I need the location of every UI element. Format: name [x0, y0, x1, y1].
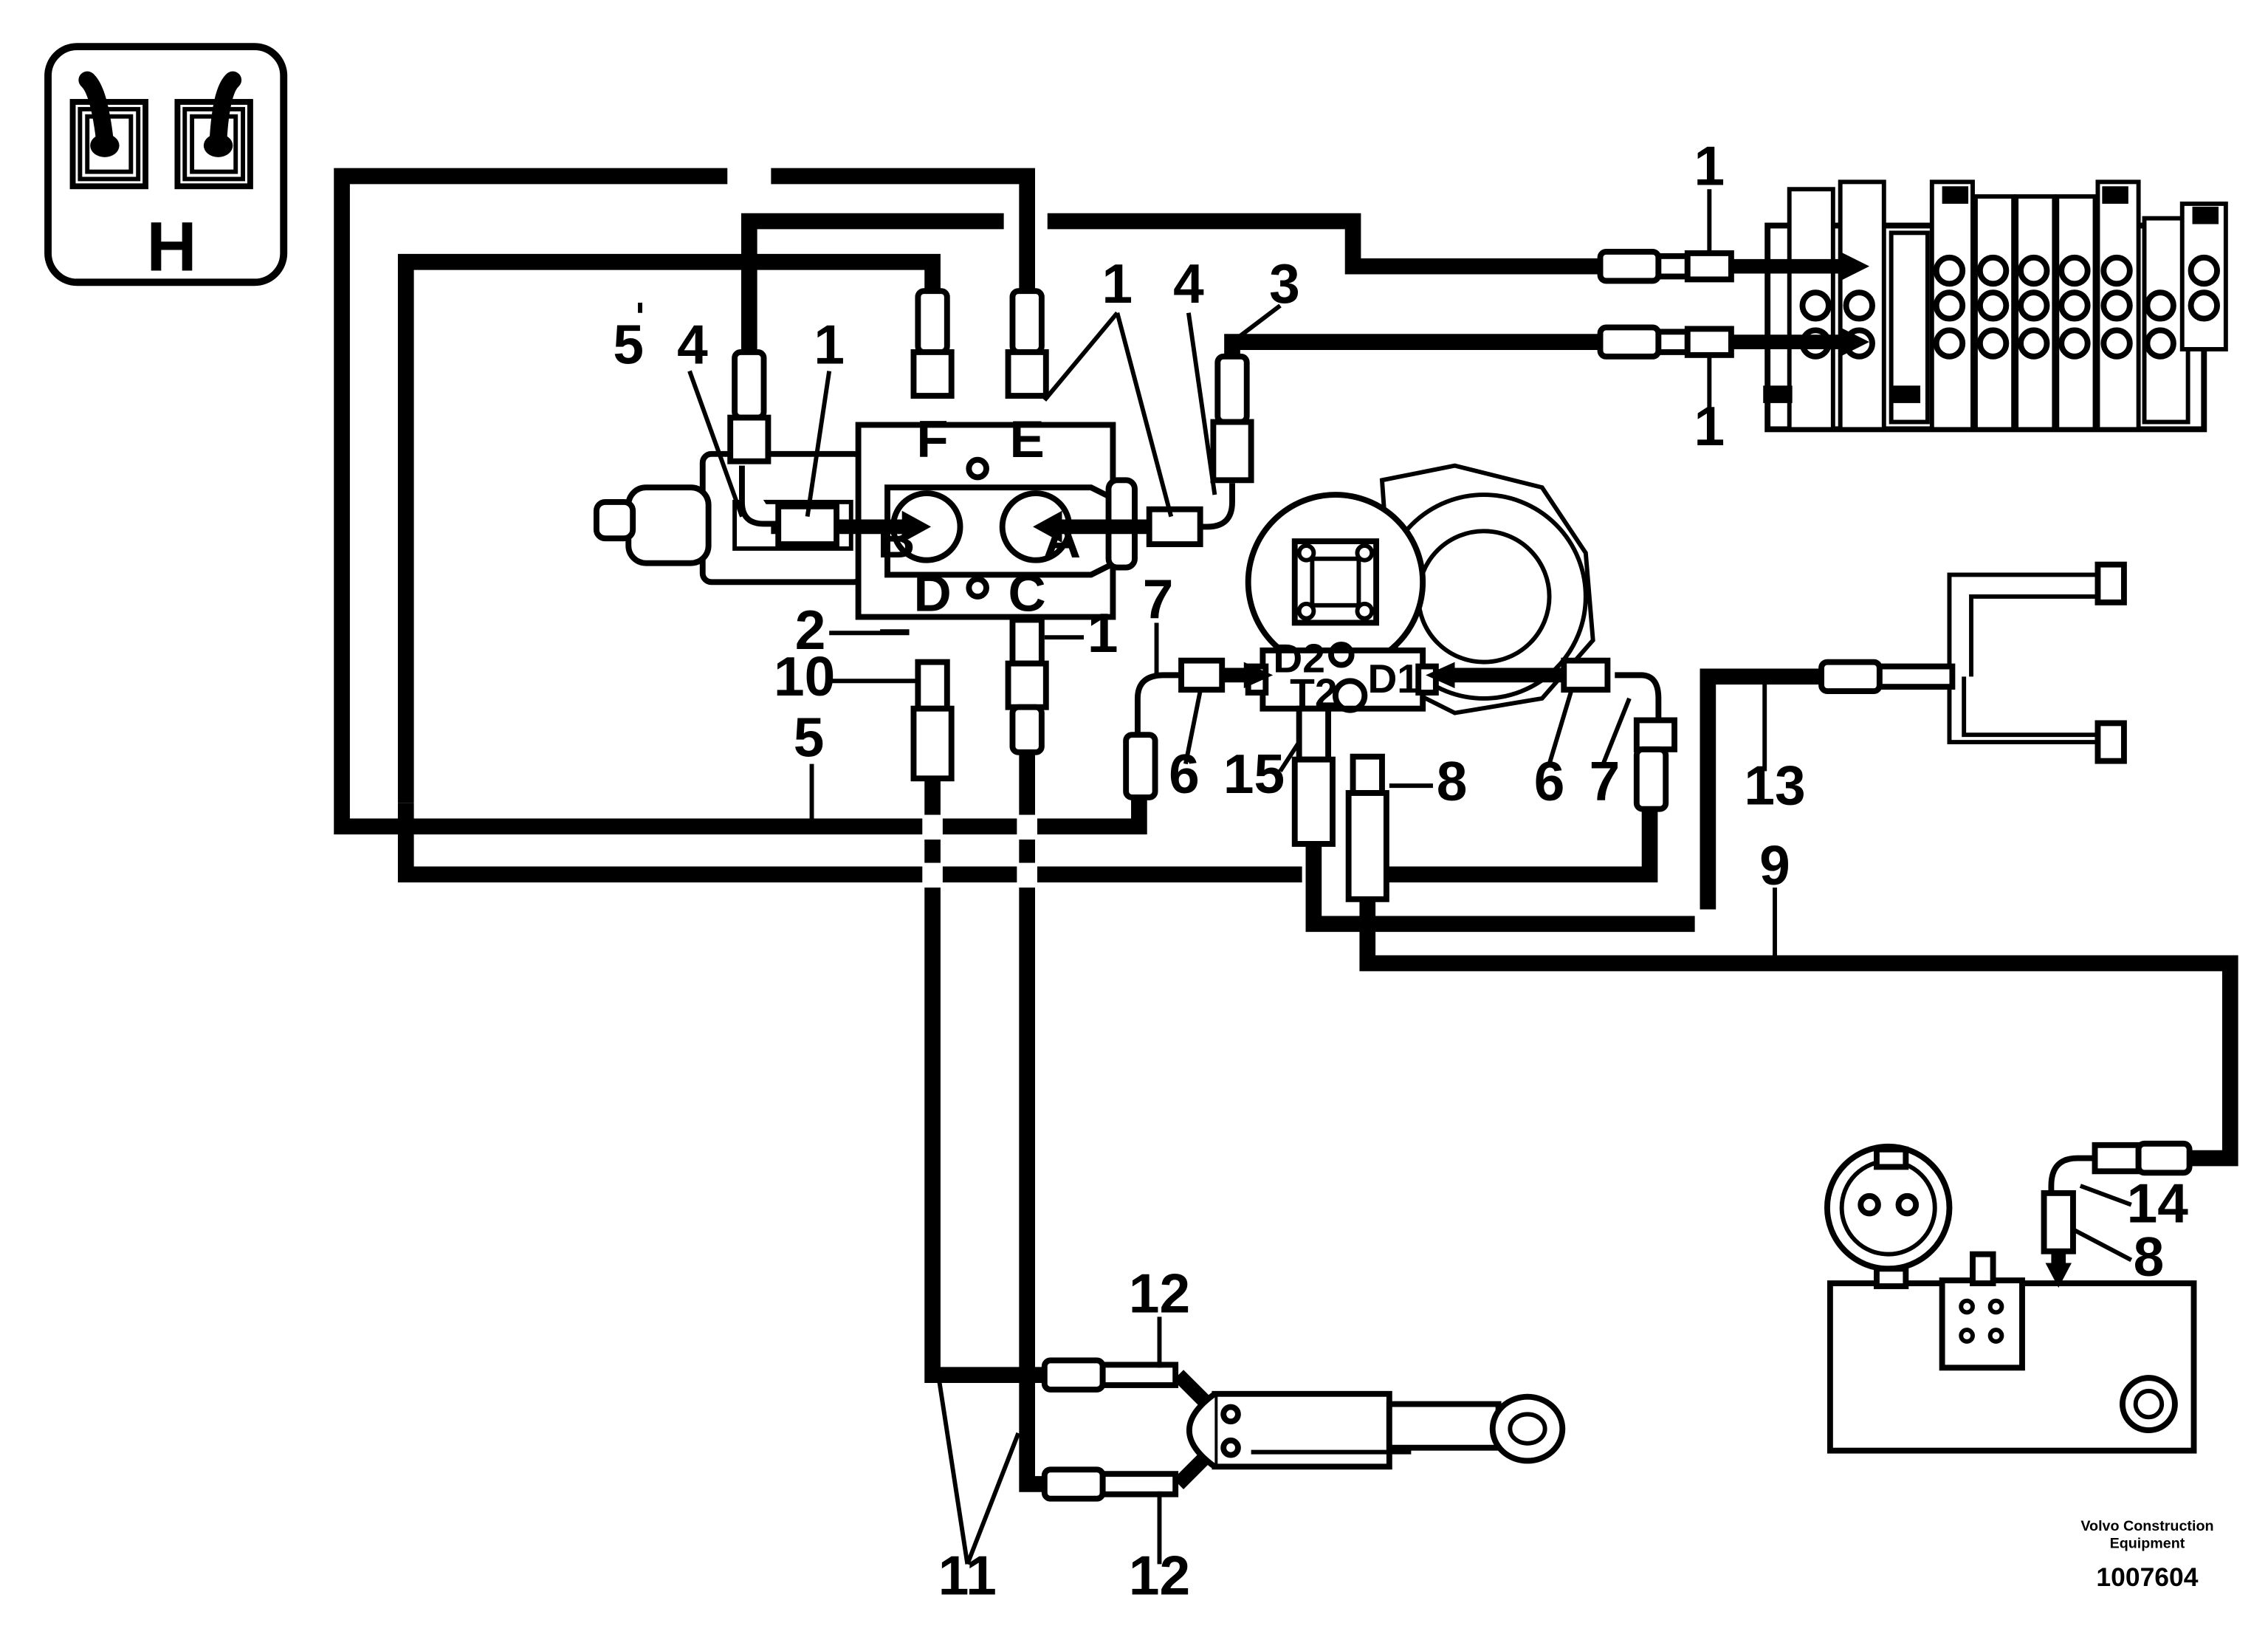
joystick-panel-symbol: H — [44, 43, 288, 286]
callout-12: 12 — [1129, 1262, 1190, 1324]
callout-12: 12 — [1129, 1545, 1190, 1607]
callout-15: 15 — [1223, 743, 1285, 805]
callout-6: 6 — [1169, 743, 1200, 805]
callout-numbers: 1 1 3 4 1 5 4 1 2 10 1 7 6 5 15 8 6 7 13… — [613, 134, 2188, 1606]
leader-lines — [638, 189, 2133, 1565]
callout-8: 8 — [1437, 750, 1468, 812]
callout-5: 5 — [794, 707, 825, 769]
line-9 — [1359, 899, 2238, 1167]
figure-id: 1007604 — [2096, 1562, 2198, 1592]
callout-1: 1 — [814, 314, 845, 376]
line-5-lower — [397, 803, 1302, 883]
motor-fittings — [1123, 657, 1677, 902]
callout-11: 11 — [938, 1545, 997, 1607]
callout-13: 13 — [1744, 755, 1805, 817]
callout-6: 6 — [1534, 750, 1565, 812]
hydraulic-motor — [1222, 463, 1595, 715]
callout-1: 1 — [1694, 395, 1725, 457]
port-b: B — [877, 511, 915, 569]
company-name-line2: Equipment — [2110, 1536, 2185, 1552]
line-11-b — [1019, 752, 1045, 1492]
line-7-right — [1367, 809, 1658, 883]
port-c: C — [1008, 565, 1046, 623]
line-3 — [1047, 213, 1601, 275]
line-4-left — [740, 213, 1004, 352]
hose-fittings-control-valve — [1597, 249, 1870, 360]
port-a: A — [1043, 511, 1081, 569]
port-e: E — [1010, 411, 1045, 469]
joystick-pair-icon — [69, 71, 253, 190]
callout-2: 2 — [795, 599, 826, 661]
port-labels: F E B A D C D2 D1 T2 — [877, 411, 1420, 716]
callout-4: 4 — [677, 314, 708, 376]
callout-5: 5 — [613, 314, 644, 376]
callout-7: 7 — [1590, 750, 1621, 812]
figure-footer: Volvo Construction Equipment 1007604 — [2080, 1518, 2213, 1592]
hydraulic-cylinder — [1041, 1357, 1566, 1502]
callout-3: 3 — [1269, 253, 1300, 315]
port-d: D — [913, 565, 951, 623]
u-tube-component — [1818, 561, 2127, 764]
line-4-right — [1224, 334, 1601, 357]
callout-14: 14 — [2127, 1172, 2189, 1234]
callout-1: 1 — [1694, 134, 1725, 196]
callout-8: 8 — [2134, 1226, 2165, 1288]
port-d2: D2 — [1273, 635, 1325, 681]
line-crossing-gaps — [388, 164, 1722, 939]
callout-9: 9 — [1759, 834, 1790, 896]
panel-letter: H — [146, 208, 196, 286]
main-control-valve — [1763, 179, 2228, 433]
callout-7: 7 — [1143, 569, 1174, 631]
hydraulic-tank — [1824, 1140, 2197, 1454]
selector-valve-fittings — [727, 288, 1254, 782]
callout-1: 1 — [1087, 602, 1118, 664]
line-11-a — [924, 778, 1045, 1384]
port-d1: D1 — [1367, 656, 1420, 701]
line-5-upper — [397, 253, 941, 803]
port-t2: T2 — [1290, 670, 1337, 716]
callout-4: 4 — [1173, 253, 1204, 315]
callout-1: 1 — [1102, 253, 1133, 315]
port-f: F — [916, 411, 948, 469]
callout-10: 10 — [774, 645, 835, 707]
line-outer-loop — [334, 168, 1147, 835]
company-name-line1: Volvo Construction — [2080, 1518, 2213, 1534]
selector-valve — [593, 422, 1150, 620]
